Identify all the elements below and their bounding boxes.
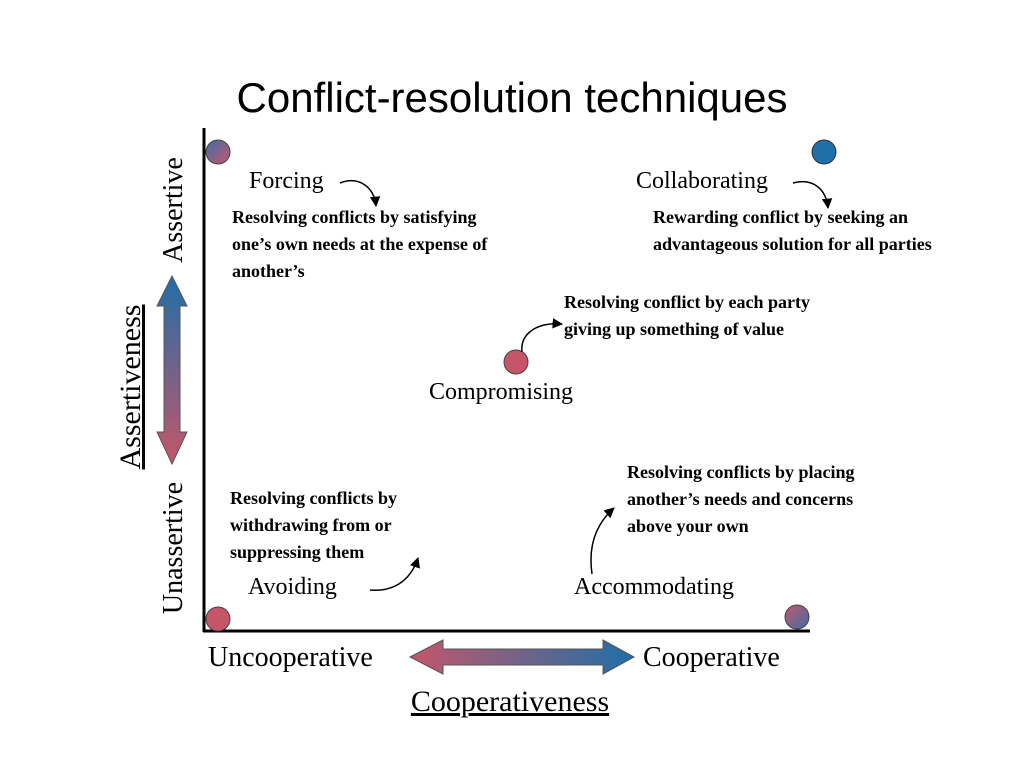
- avoiding-description: Resolving conflicts by withdrawing from …: [230, 488, 398, 562]
- x-axis-low-label: Uncooperative: [208, 642, 373, 673]
- assertiveness-double-arrow: [156, 274, 188, 466]
- compromising-pointer-arrow: [521, 318, 564, 353]
- avoiding-pointer-arrow: [369, 557, 420, 591]
- forcing-dot: [205, 139, 231, 165]
- x-axis-title: Cooperativeness: [410, 685, 610, 718]
- avoiding-label: Avoiding: [248, 574, 337, 600]
- compromising-description: Resolving conflict by each party giving …: [564, 292, 810, 339]
- collaborating-description: Rewarding conflict by seeking an advanta…: [653, 207, 932, 254]
- y-axis-high-label: Assertive: [158, 157, 189, 263]
- accommodating-dot: [784, 604, 810, 630]
- page-title: Conflict-resolution techniques: [236, 74, 788, 121]
- compromising-dot: [503, 349, 529, 375]
- y-axis-title: Assertiveness: [114, 304, 147, 470]
- y-axis-low-label: Unassertive: [158, 481, 189, 615]
- collaborating-dot: [811, 139, 837, 165]
- collaborating-pointer-arrow: [792, 181, 833, 210]
- cooperativeness-double-arrow: [408, 639, 636, 675]
- collaborating-label: Collaborating: [636, 168, 768, 194]
- compromising-label: Compromising: [429, 379, 574, 405]
- forcing-label: Forcing: [249, 168, 324, 194]
- accommodating-label: Accommodating: [574, 574, 734, 600]
- forcing-pointer-arrow: [339, 180, 381, 208]
- accommodating-pointer-arrow: [590, 507, 615, 575]
- forcing-description: Resolving conflicts by satisfying one’s …: [232, 207, 488, 281]
- avoiding-dot: [205, 606, 231, 632]
- accommodating-description: Resolving conflicts by placing another’s…: [627, 462, 855, 536]
- x-axis-high-label: Cooperative: [643, 642, 780, 673]
